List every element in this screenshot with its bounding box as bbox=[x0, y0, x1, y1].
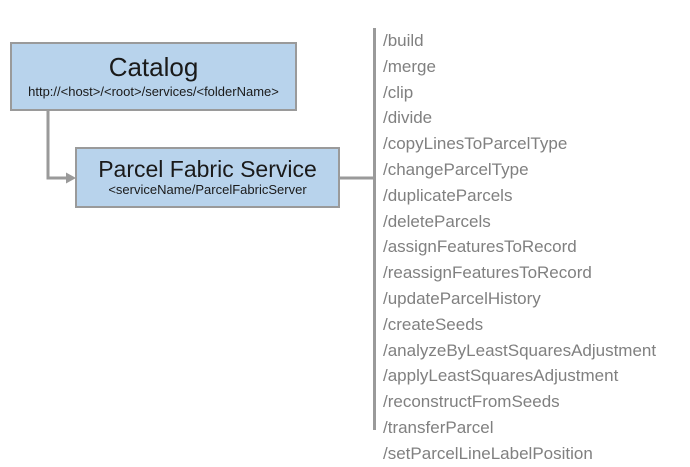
operation-list-item[interactable]: /applyLeastSquaresAdjustment bbox=[383, 366, 619, 386]
node-parcel-fabric-service-subtitle: <serviceName/ParcelFabricServer bbox=[108, 182, 307, 198]
operation-list-item[interactable]: /divide bbox=[383, 108, 433, 128]
node-parcel-fabric-service-title: Parcel Fabric Service bbox=[98, 156, 317, 183]
operation-list-item[interactable]: /build bbox=[383, 31, 424, 50]
operation-list-item[interactable]: /merge bbox=[383, 56, 436, 76]
operations-panel: /build/merge/clip/divide/copyLinesToParc… bbox=[373, 28, 656, 463]
node-catalog[interactable]: Catalog http://<host>/<root>/services/<f… bbox=[10, 42, 297, 111]
operation-list-item[interactable]: /changeParcelType bbox=[383, 159, 529, 179]
operation-list-item[interactable]: /setParcelLineLabelPosition bbox=[383, 443, 593, 463]
connector-catalog-to-service bbox=[46, 110, 66, 180]
operation-list-item[interactable]: /clip bbox=[383, 82, 414, 102]
node-parcel-fabric-service[interactable]: Parcel Fabric Service <serviceName/Parce… bbox=[75, 147, 340, 208]
operation-list-item[interactable]: /analyzeByLeastSquaresAdjustment bbox=[383, 340, 657, 360]
operations-list: /build/merge/clip/divide/copyLinesToParc… bbox=[383, 28, 656, 467]
operation-list-item[interactable]: /reconstructFromSeeds bbox=[383, 392, 560, 412]
diagram-canvas: Catalog http://<host>/<root>/services/<f… bbox=[10, 28, 656, 463]
node-catalog-title: Catalog bbox=[108, 52, 199, 83]
operation-list-item[interactable]: /updateParcelHistory bbox=[383, 288, 541, 308]
operation-list-item[interactable]: /deleteParcels bbox=[383, 211, 491, 231]
operation-list-item[interactable]: /duplicateParcels bbox=[383, 185, 513, 205]
operation-list-item[interactable]: /assignFeaturesToRecord bbox=[383, 237, 577, 257]
node-catalog-subtitle: http://<host>/<root>/services/<folderNam… bbox=[28, 83, 279, 99]
operation-list-item[interactable]: /reassignFeaturesToRecord bbox=[383, 263, 592, 283]
operation-list-item[interactable]: /transferParcel bbox=[383, 417, 494, 437]
operation-list-item[interactable]: /copyLinesToParcelType bbox=[383, 134, 568, 154]
operation-list-item[interactable]: /createSeeds bbox=[383, 314, 484, 334]
